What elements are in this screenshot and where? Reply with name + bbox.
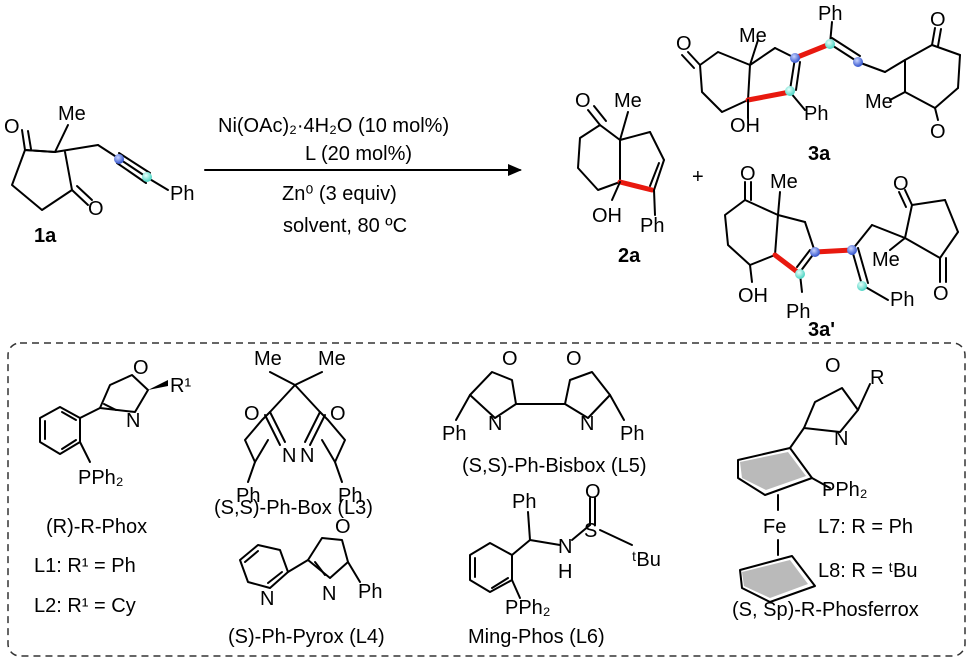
reactant-1a: O O Me Ph 1a	[4, 103, 194, 247]
product-3a-prime: O Me OH Ph Ph Me O O 3a'	[724, 163, 959, 341]
atom-oh: OH	[738, 285, 768, 307]
compound-label-1a: 1a	[34, 225, 57, 247]
atom-o: O	[930, 121, 946, 143]
plus-sign: +	[692, 166, 704, 188]
atom-fe: Fe	[763, 516, 786, 538]
atom-o: O	[335, 516, 351, 538]
atom-pph2: PPh₂	[78, 467, 124, 489]
ligand-name-phosferrox: (S, Sp)-R-Phosferrox	[732, 599, 919, 621]
atom-o: O	[740, 163, 756, 185]
ligand-box-l3: Me Me O O N N Ph Ph (S,S)-Ph-Box (L3)	[214, 348, 373, 519]
atom-o: O	[502, 348, 518, 370]
ligand-box	[7, 342, 966, 657]
atom-ph: Ph	[890, 289, 914, 311]
ligand-name-pyrox: (S)-Ph-Pyrox (L4)	[228, 626, 385, 648]
atom-ph: Ph	[640, 215, 664, 237]
ligand-name-box: (S,S)-Ph-Box (L3)	[214, 497, 373, 519]
atom-n: N	[488, 413, 502, 435]
atom-n: N	[580, 413, 594, 435]
compound-label-2a: 2a	[618, 245, 641, 267]
atom-me: Me	[318, 348, 346, 370]
atom-n: N	[260, 588, 274, 610]
compound-label-3a-prime: 3a'	[808, 319, 835, 341]
atom-n: N	[300, 445, 314, 467]
ligand-l2: L2: R¹ = Cy	[34, 595, 136, 617]
product-2a: O Me OH Ph 2a	[575, 90, 665, 267]
atom-o: O	[330, 403, 346, 425]
atom-r1: R¹	[170, 375, 191, 397]
atom-o: O	[133, 357, 149, 379]
atom-o: O	[930, 9, 946, 31]
product-3a: O Me Ph Ph OH Me O O 3a	[676, 3, 961, 165]
atom-n: N	[126, 410, 140, 432]
atom-ph: Ph	[236, 485, 260, 507]
atom-o: O	[566, 348, 582, 370]
ligand-bisbox: O O N N Ph Ph (S,S)-Ph-Bisbox (L5)	[442, 348, 647, 477]
ligand-name-phox: (R)-R-Phox	[46, 516, 147, 538]
ligand-mingphos: Ph O S N H ᵗBu PPh₂ Ming-Phos (L6)	[468, 481, 661, 648]
atom-ph: Ph	[804, 103, 828, 125]
condition-ligand: L (20 mol%)	[305, 143, 412, 165]
ligand-l8: L8: R = ᵗBu	[818, 560, 917, 582]
atom-me: Me	[865, 91, 893, 113]
ligand-pyrox: N O N Ph (S)-Ph-Pyrox (L4)	[228, 516, 385, 648]
atom-ph: Ph	[358, 581, 382, 603]
atom-me: Me	[739, 25, 767, 47]
atom-pph2: PPh₂	[505, 597, 551, 619]
atom-o: O	[933, 283, 949, 305]
compound-label-3a: 3a	[808, 143, 831, 165]
atom-o: O	[585, 481, 601, 503]
atom-oh: OH	[730, 115, 760, 137]
atom-r: R	[870, 367, 884, 389]
atom-o: O	[676, 33, 692, 55]
atom-h: H	[558, 561, 572, 583]
atom-ph: Ph	[786, 301, 810, 323]
ligand-phox: O N R¹ PPh₂ (R)-R-Phox L1: R¹ = Ph L2: R…	[34, 357, 191, 617]
atom-oh: OH	[592, 205, 622, 227]
atom-n: N	[834, 428, 848, 450]
atom-me: Me	[58, 103, 86, 125]
atom-n: N	[322, 583, 336, 605]
atom-o: O	[825, 355, 841, 377]
atom-ph: Ph	[170, 183, 194, 205]
atom-me: Me	[254, 348, 282, 370]
condition-solvent: solvent, 80 ºC	[283, 215, 407, 237]
atom-ph: Ph	[338, 485, 362, 507]
atom-tbu: ᵗBu	[632, 549, 661, 571]
atom-ph: Ph	[620, 423, 644, 445]
atom-pph2: PPh₂	[822, 479, 868, 501]
ligand-l1: L1: R¹ = Ph	[34, 555, 136, 577]
atom-me: Me	[770, 171, 798, 193]
ligand-name-mingphos: Ming-Phos (L6)	[468, 626, 605, 648]
atom-o: O	[893, 173, 909, 195]
reaction-arrow	[204, 164, 522, 176]
atom-me: Me	[872, 249, 900, 271]
atom-s: S	[584, 520, 597, 542]
atom-ph: Ph	[512, 491, 536, 513]
atom-ph: Ph	[442, 423, 466, 445]
atom-me: Me	[614, 90, 642, 112]
atom-n: N	[558, 536, 572, 558]
ligand-name-bisbox: (S,S)-Ph-Bisbox (L5)	[462, 455, 647, 477]
atom-ph: Ph	[818, 3, 842, 25]
atom-o: O	[88, 198, 104, 220]
atom-o: O	[244, 403, 260, 425]
ligand-l7: L7: R = Ph	[818, 516, 913, 538]
atom-o: O	[4, 116, 20, 138]
atom-o: O	[575, 90, 591, 112]
atom-n: N	[282, 445, 296, 467]
ligand-phosferrox: O N R PPh₂ Fe L7: R = Ph L8: R = ᵗBu (S,…	[732, 355, 919, 621]
condition-catalyst: Ni(OAc)₂·4H₂O (10 mol%)	[218, 115, 449, 137]
condition-reductant: Zn⁰ (3 equiv)	[282, 183, 397, 205]
